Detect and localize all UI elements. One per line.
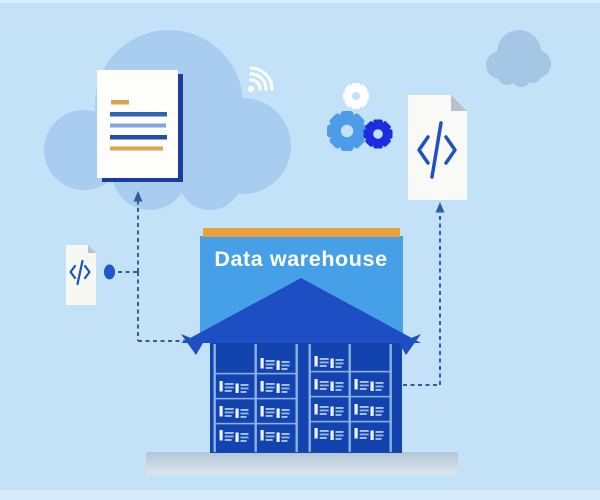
code-file-small-icon bbox=[66, 245, 96, 305]
warehouse-sign-stripe bbox=[203, 228, 400, 237]
gear-hole bbox=[373, 129, 383, 139]
warehouse: Data warehouse bbox=[181, 228, 421, 453]
code-file-large-icon bbox=[408, 95, 467, 200]
connector-dot bbox=[104, 264, 115, 280]
gear-blue bbox=[327, 111, 367, 151]
document-text-line bbox=[110, 123, 166, 128]
cloud-small-shape bbox=[486, 30, 551, 87]
code-glyph bbox=[69, 259, 91, 286]
document-text-line bbox=[110, 146, 163, 151]
document-title-bar bbox=[111, 100, 129, 105]
paper-fold-corner bbox=[451, 95, 467, 111]
document-text-line bbox=[110, 112, 167, 117]
document-text-line bbox=[110, 135, 167, 140]
gear-hole bbox=[340, 124, 354, 138]
background-bottom-strip bbox=[0, 490, 600, 500]
arrow-up-icon bbox=[435, 202, 445, 213]
gear-hole bbox=[352, 92, 360, 100]
shelf-racks bbox=[213, 344, 392, 452]
arrow-up-icon bbox=[133, 191, 143, 202]
background-top-strip bbox=[0, 0, 600, 3]
warehouse-roof bbox=[181, 278, 421, 355]
gear-white bbox=[343, 83, 369, 109]
wifi-arc-3 bbox=[249, 66, 274, 91]
wifi-arc-1 bbox=[249, 78, 262, 91]
floor-platform bbox=[146, 452, 458, 475]
gears-icon bbox=[327, 83, 393, 151]
wifi-dot bbox=[247, 85, 255, 93]
connector-left bbox=[118, 191, 197, 342]
connector-right bbox=[403, 202, 445, 386]
document-icon bbox=[97, 70, 183, 182]
wifi-arc-2 bbox=[249, 72, 268, 91]
code-glyph bbox=[417, 121, 457, 179]
code-file-paper bbox=[66, 245, 96, 305]
warehouse-sign-label: Data warehouse bbox=[214, 247, 387, 271]
wifi-signal-icon bbox=[247, 66, 274, 93]
paper-fold-corner bbox=[88, 245, 96, 253]
gear-dark bbox=[363, 119, 393, 149]
